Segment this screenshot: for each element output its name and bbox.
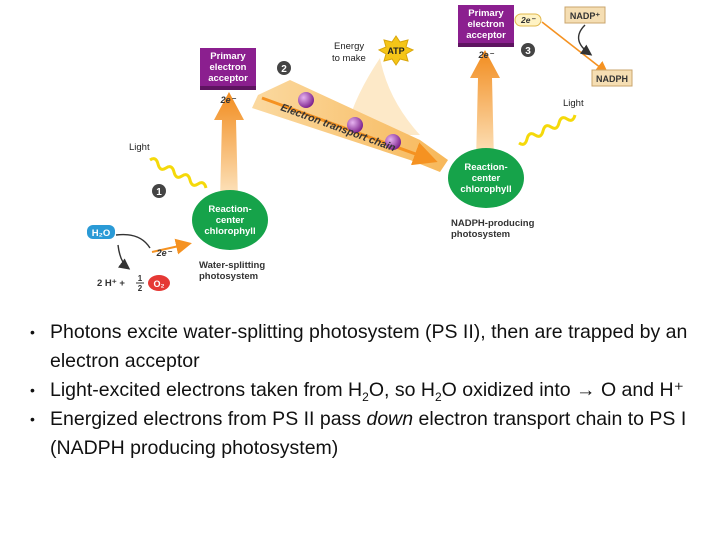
svg-text:NADPH: NADPH [596,74,628,84]
excitation-arrow-ps1 [470,50,500,162]
atp-burst [377,35,415,66]
etc-carrier [347,117,363,133]
svg-text:chlorophyll: chlorophyll [460,184,511,195]
step-2-badge [277,61,291,75]
acceptor2-electrons: 2e⁻ [478,50,495,60]
svg-text:3: 3 [525,46,531,57]
etc-carrier [298,92,314,108]
nadph-badge [591,69,633,87]
svg-text:Reaction-: Reaction- [464,162,507,173]
excitation-arrow-ps2 [214,92,244,200]
svg-text:Primary: Primary [468,8,504,19]
nadp-plus-badge [564,6,606,24]
electron-carrier-nadp [514,13,542,27]
atp-label: ATP [387,46,404,56]
svg-text:1: 1 [138,274,143,283]
ps1-caption: NADPH-producing [451,218,535,229]
light-ray-ps2 [149,157,208,189]
bullet-dot: • [30,324,35,340]
photosystem-diagram: Electron transport chain Energy to make … [87,5,633,293]
svg-text:acceptor: acceptor [208,73,248,84]
water-products-arrow [117,244,131,270]
nadp-electrons: 2e⁻ [520,15,536,25]
svg-text:acceptor: acceptor [466,30,506,41]
svg-text:chlorophyll: chlorophyll [204,226,255,237]
light-ray-ps1 [518,114,577,146]
water-electron-arrow [115,233,151,249]
svg-text:O₂: O₂ [154,279,165,289]
primary-electron-acceptor-ps2 [200,48,256,86]
energy-label-2: to make [332,53,366,64]
acceptor1-electrons: 2e⁻ [220,95,237,105]
svg-text:2: 2 [281,64,287,75]
svg-text:electron: electron [468,19,505,30]
bullet-list: •Photons excite water-splitting photosys… [0,318,720,463]
svg-text:H₂O: H₂O [92,228,110,239]
ps2-caption-2: photosystem [199,271,258,282]
svg-text:2: 2 [138,284,143,293]
etc-carrier [385,134,401,150]
bullet-item: •Photons excite water-splitting photosys… [0,318,720,376]
bullet-dot: • [30,382,35,398]
step-3-badge [521,43,535,57]
ps1-caption-2: photosystem [451,229,510,240]
svg-text:Reaction-: Reaction- [208,204,251,215]
step-1-badge [152,184,166,198]
bullet-dot: • [30,411,35,427]
light-label-1: Light [129,142,150,153]
ps2-reaction-center [192,190,268,250]
svg-text:1: 1 [156,187,162,198]
water-electrons: 2e⁻ [156,248,173,258]
primary-electron-acceptor-ps1 [458,5,514,43]
svg-text:NADP⁺: NADP⁺ [570,11,601,21]
svg-text:center: center [472,173,501,184]
light-label-2: Light [563,98,584,109]
bullet-item: •Light-excited electrons taken from H2O,… [0,376,720,405]
svg-text:Primary: Primary [210,51,246,62]
ps2-caption: Water-splitting [199,260,265,271]
o2-badge [148,275,170,291]
h2o-badge [87,225,115,239]
bullet-item: •Energized electrons from PS II pass dow… [0,405,720,463]
proton-product: 2 H⁺ + [97,278,125,289]
ps1-reaction-center [448,148,524,208]
svg-text:center: center [216,215,245,226]
svg-text:electron: electron [210,62,247,73]
energy-label: Energy [334,41,364,52]
